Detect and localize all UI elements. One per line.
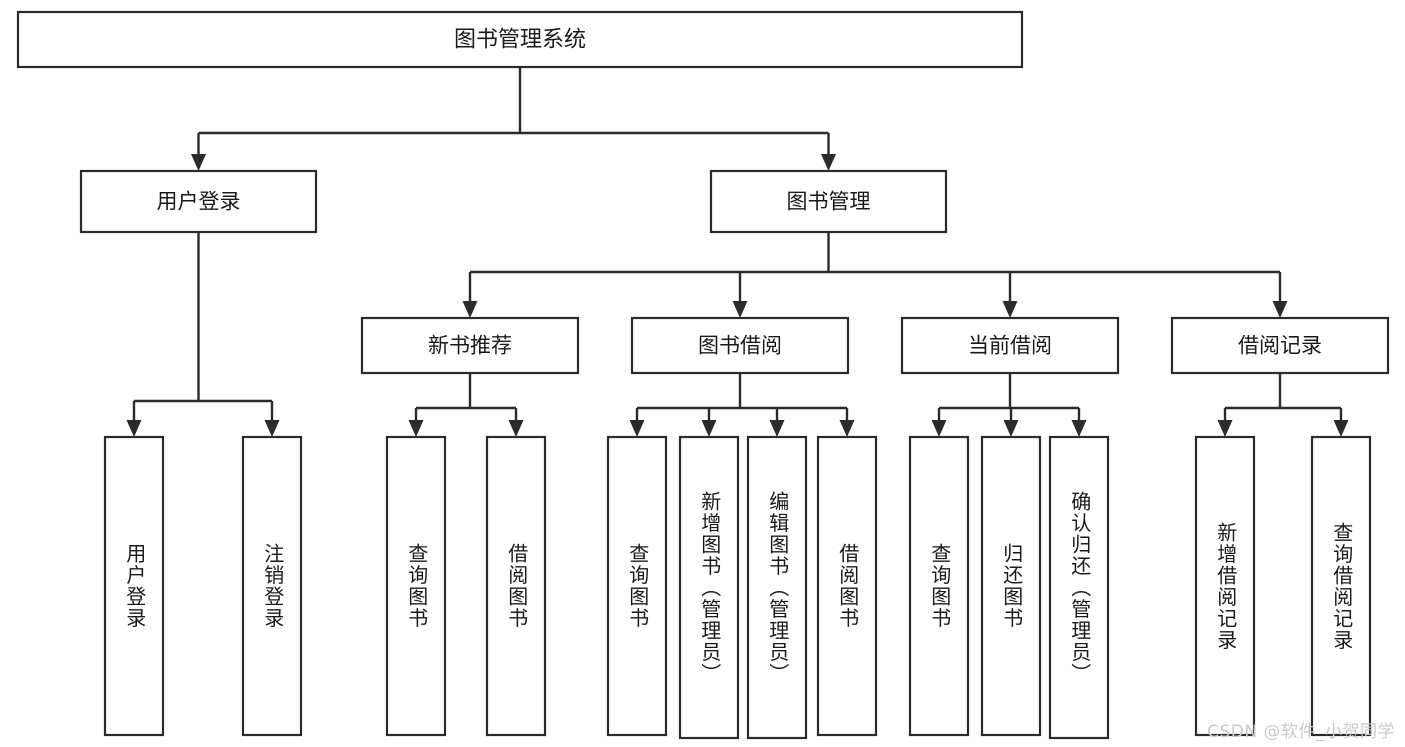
node-leaf-add-borrow-record[interactable] [1194, 435, 1256, 737]
node-user-login[interactable] [79, 169, 318, 234]
arrow-head-borrow-record-0 [1217, 420, 1233, 437]
watermark-credit: CSDN @软件_小贺同学 [1207, 722, 1395, 742]
node-leaf-borrow-book-1[interactable] [485, 435, 547, 737]
node-root[interactable] [16, 10, 1024, 69]
arrow-head-root-1 [821, 154, 836, 171]
node-leaf-add-book-admin[interactable] [678, 435, 740, 740]
arrow-head-new-book-recommend-1 [508, 420, 524, 437]
node-leaf-query-book-1[interactable] [385, 435, 447, 737]
arrow-head-book-borrow-0 [629, 420, 645, 437]
arrow-head-book-manage-2 [1002, 301, 1018, 318]
node-label-root: 图书管理系统 [454, 28, 586, 53]
arrow-head-book-borrow-1 [701, 420, 717, 437]
arrow-head-user-login-0 [126, 420, 142, 437]
node-leaf-user-logout[interactable] [241, 435, 303, 737]
node-leaf-query-book-3[interactable] [908, 435, 970, 737]
node-label-book-manage: 图书管理 [787, 190, 871, 214]
node-leaf-query-book-2[interactable] [606, 435, 668, 737]
node-label-user-login: 用户登录 [157, 190, 241, 214]
arrow-head-user-login-1 [264, 420, 280, 437]
node-borrow-record[interactable] [1170, 316, 1390, 375]
node-leaf-borrow-book-2[interactable] [816, 435, 878, 737]
node-label-book-borrow: 图书借阅 [698, 334, 782, 358]
arrow-head-current-borrow-2 [1071, 420, 1087, 437]
boxes-layer [16, 10, 1390, 740]
node-leaf-user-login[interactable] [103, 435, 165, 737]
node-leaf-edit-book-admin[interactable] [746, 435, 808, 740]
node-book-borrow[interactable] [630, 316, 850, 375]
arrow-head-book-manage-3 [1272, 301, 1288, 318]
node-label-borrow-record: 借阅记录 [1238, 334, 1322, 358]
node-leaf-query-borrow-record[interactable] [1310, 435, 1372, 737]
arrow-head-current-borrow-1 [1003, 420, 1019, 437]
arrow-head-book-borrow-2 [769, 420, 785, 437]
arrow-head-book-manage-0 [462, 301, 478, 318]
arrow-head-book-manage-1 [732, 301, 748, 318]
node-label-new-book-recommend: 新书推荐 [428, 334, 512, 358]
node-new-book-recommend[interactable] [360, 316, 580, 375]
arrow-head-root-0 [191, 154, 206, 171]
node-leaf-return-book[interactable] [980, 435, 1042, 737]
node-book-manage[interactable] [709, 169, 948, 234]
arrow-head-book-borrow-3 [839, 420, 855, 437]
arrow-head-current-borrow-0 [931, 420, 947, 437]
arrow-head-borrow-record-1 [1333, 420, 1349, 437]
connectors-layer [126, 67, 1349, 437]
node-leaf-confirm-return-admin[interactable] [1048, 435, 1110, 740]
node-current-borrow[interactable] [900, 316, 1120, 375]
node-label-current-borrow: 当前借阅 [968, 334, 1052, 358]
arrow-head-new-book-recommend-0 [408, 420, 424, 437]
